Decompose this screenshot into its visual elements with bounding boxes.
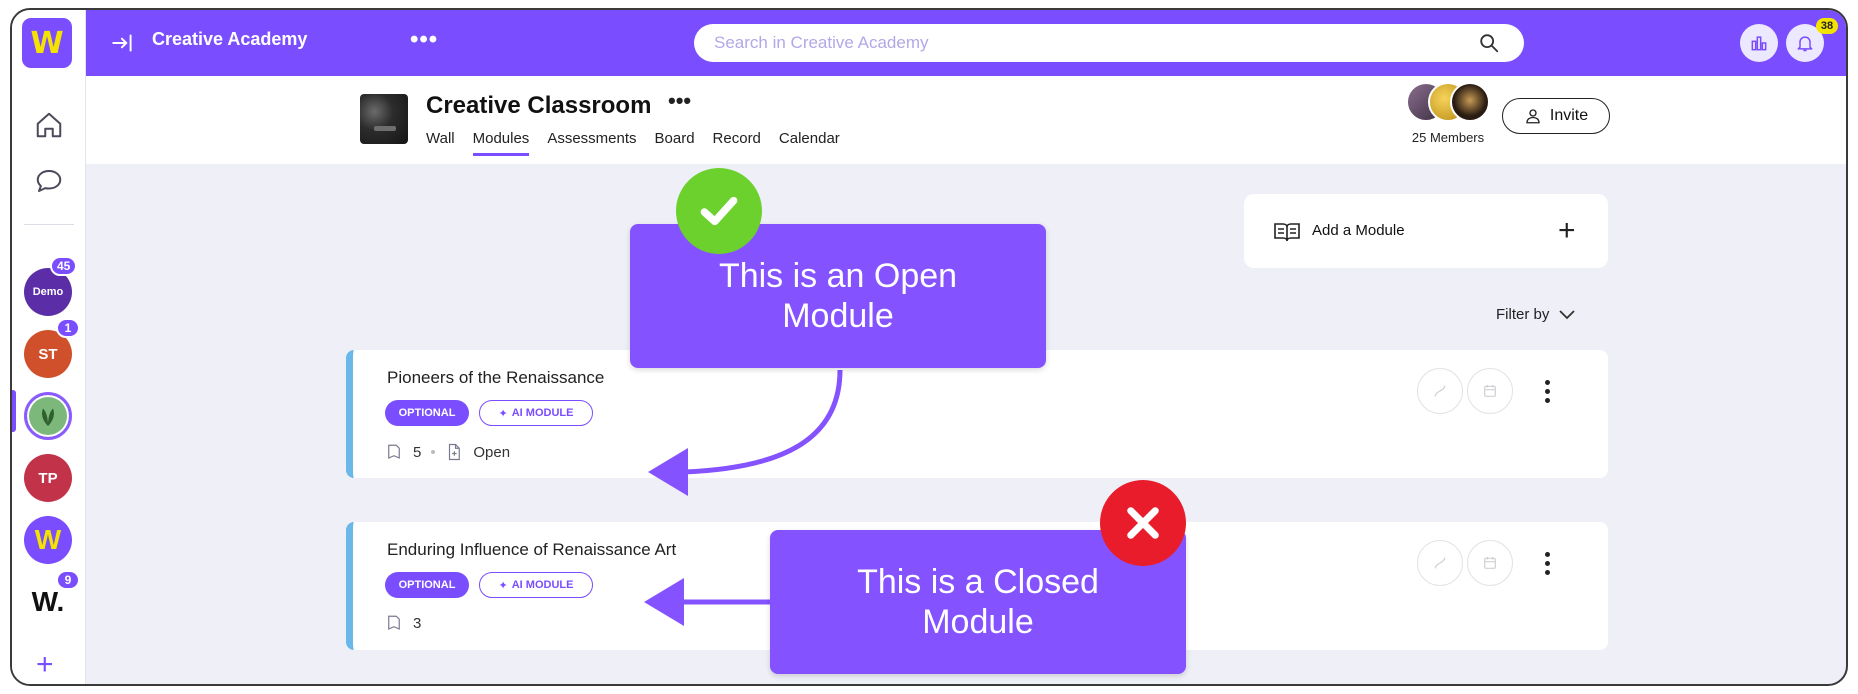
add-module-card[interactable]: Add a Module + <box>1244 194 1608 268</box>
members-count: 25 Members <box>1411 130 1485 145</box>
ai-module-label: AI MODULE <box>511 579 574 591</box>
notification-badge: 38 <box>1816 18 1838 34</box>
avatar-label: ST <box>38 345 58 363</box>
tab-wall[interactable]: Wall <box>426 130 455 147</box>
book-icon <box>1274 223 1300 242</box>
avatar-badge: 1 <box>56 318 80 338</box>
add-workspace-button[interactable]: + <box>36 648 54 681</box>
ai-module-badge: ✦ AI MODULE <box>479 572 593 598</box>
member-avatar <box>1450 82 1490 122</box>
avatar-label: W <box>34 524 62 555</box>
separator-dot <box>431 450 436 454</box>
classroom-options-icon[interactable]: ••• <box>668 88 692 113</box>
lessons-icon <box>388 615 400 630</box>
search-input[interactable] <box>694 24 1524 62</box>
open-module-callout: This is an Open Module <box>630 224 1046 368</box>
tab-calendar[interactable]: Calendar <box>778 130 840 147</box>
check-icon <box>676 168 762 254</box>
chat-icon[interactable] <box>32 164 66 198</box>
add-module-label: Add a Module <box>1312 222 1405 239</box>
avatar-label: Demo <box>32 286 64 298</box>
workspace-avatar-tp[interactable]: TP <box>24 454 72 502</box>
classroom-header: Creative Classroom ••• Wall Modules Asse… <box>86 76 1846 164</box>
sparkle-icon: ✦ <box>498 579 508 592</box>
ai-module-badge: ✦ AI MODULE <box>479 400 593 426</box>
workspace-avatar-w-dot[interactable]: W. <box>24 578 72 626</box>
module-title[interactable]: Pioneers of the Renaissance <box>387 368 605 387</box>
tab-assessments[interactable]: Assessments <box>547 130 637 147</box>
module-title[interactable]: Enduring Influence of Renaissance Art <box>387 540 677 559</box>
avatar-label: W. <box>31 586 65 617</box>
filter-label: Filter by <box>1496 306 1550 323</box>
plus-icon[interactable]: + <box>1558 214 1576 247</box>
filter-dropdown[interactable]: Filter by <box>1496 306 1575 323</box>
workspace-avatar-demo[interactable]: Demo <box>24 268 72 316</box>
path-icon <box>1434 557 1446 569</box>
calendar-icon <box>1484 557 1496 569</box>
left-sidebar: W Demo 45 ST 1 TP W W. 9 + <box>12 10 86 684</box>
lessons-icon <box>388 444 400 459</box>
classroom-tabs: Wall Modules Assessments Board Record Ca… <box>426 130 840 156</box>
ai-module-label: AI MODULE <box>511 407 574 419</box>
tab-record[interactable]: Record <box>712 130 761 147</box>
workspace-avatar-st[interactable]: ST <box>24 330 72 378</box>
module-menu-icon[interactable] <box>1545 552 1550 575</box>
optional-badge: OPTIONAL <box>385 400 469 426</box>
members-group[interactable]: 25 Members <box>1390 82 1506 160</box>
lesson-count: 5 <box>413 443 422 461</box>
reorder-button[interactable] <box>1417 368 1463 414</box>
calendar-icon <box>1484 385 1496 397</box>
logo-letter: W <box>30 25 64 61</box>
invite-label: Invite <box>1549 107 1589 124</box>
user-icon <box>1526 109 1540 124</box>
analytics-button[interactable] <box>1740 24 1778 62</box>
home-icon[interactable] <box>32 108 66 142</box>
avatar-badge: 45 <box>50 256 78 276</box>
bar-chart-icon <box>1751 36 1767 51</box>
app-frame: W Demo 45 ST 1 TP W W. 9 + <box>10 8 1848 686</box>
search-icon[interactable] <box>1478 32 1500 54</box>
module-card[interactable]: Pioneers of the Renaissance OPTIONAL ✦ A… <box>346 350 1608 478</box>
module-meta: 3 <box>385 614 421 632</box>
document-plus-icon <box>449 443 461 461</box>
more-options-icon[interactable]: ••• <box>410 26 439 53</box>
callout-line: This is an Open <box>718 256 958 295</box>
active-workspace-marker <box>12 390 16 432</box>
callout-line: Module <box>922 603 1034 641</box>
lesson-count: 3 <box>413 614 422 632</box>
optional-badge: OPTIONAL <box>385 572 469 598</box>
avatar-badge: 9 <box>56 570 80 590</box>
classroom-thumbnail <box>360 94 408 144</box>
path-icon <box>1434 385 1446 397</box>
workspace-avatar-active[interactable] <box>24 392 72 440</box>
app-logo[interactable]: W <box>22 18 72 68</box>
invite-button[interactable]: Invite <box>1502 98 1610 134</box>
workspace-avatar-w[interactable]: W <box>24 516 72 564</box>
module-menu-icon[interactable] <box>1545 380 1550 403</box>
close-icon <box>1100 480 1186 566</box>
sidebar-divider <box>24 224 74 225</box>
callout-line: Module <box>782 297 894 335</box>
classroom-title: Creative Classroom <box>426 92 652 119</box>
sparkle-icon: ✦ <box>498 407 508 420</box>
module-meta: 5 Open <box>385 442 510 462</box>
schedule-button[interactable] <box>1467 368 1513 414</box>
bell-icon <box>1797 36 1813 52</box>
callout-line: This is a Closed <box>857 562 1099 601</box>
avatar-label: TP <box>38 469 58 487</box>
chevron-down-icon <box>1559 309 1575 319</box>
module-status: Open <box>473 443 511 461</box>
plant-icon <box>42 408 54 426</box>
collapse-sidebar-icon[interactable] <box>110 30 136 56</box>
academy-title[interactable]: Creative Academy <box>152 29 308 49</box>
tab-board[interactable]: Board <box>654 130 695 147</box>
schedule-button[interactable] <box>1467 540 1513 586</box>
tab-modules[interactable]: Modules <box>472 130 530 156</box>
top-bar: Creative Academy ••• 38 <box>86 10 1846 76</box>
reorder-button[interactable] <box>1417 540 1463 586</box>
